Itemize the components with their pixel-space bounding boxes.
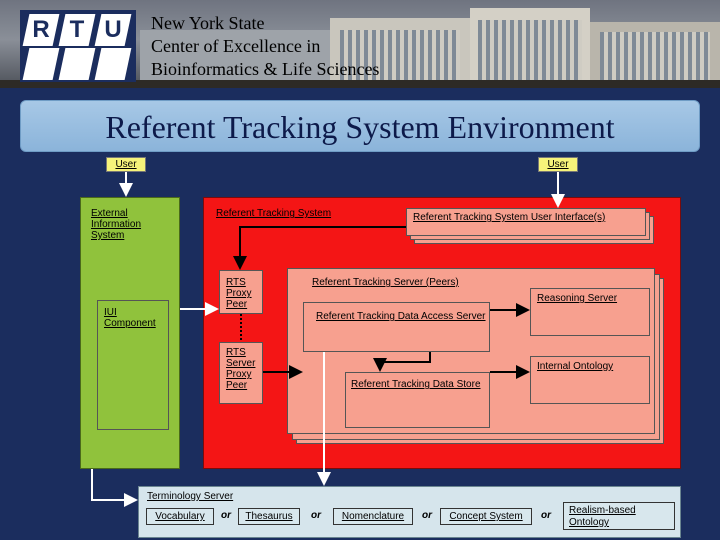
header-line-3: Bioinformatics & Life Sciences: [151, 59, 380, 79]
data-access-server-box: Referent Tracking Data Access Server: [303, 302, 490, 352]
server-proxy-peer-label: RTS Server Proxy Peer: [226, 347, 256, 391]
arrow-external-to-terminology: [91, 469, 138, 507]
rts-ui-label: Referent Tracking System User Interface(…: [413, 212, 606, 223]
data-access-server-label: Referent Tracking Data Access Server: [316, 311, 486, 322]
or-label: or: [221, 510, 231, 521]
external-information-system: External Information System IUI Componen…: [80, 197, 180, 469]
rts-proxy-peer: RTS Proxy Peer: [219, 270, 263, 314]
external-system-label: External Information System: [91, 208, 142, 241]
iui-component-label: IUI Component: [104, 307, 156, 329]
page-title: Referent Tracking System Environment: [105, 109, 615, 145]
or-label: or: [311, 510, 321, 521]
data-store-box: Referent Tracking Data Store: [345, 372, 490, 428]
or-label: or: [541, 510, 551, 521]
reasoning-server-box: Reasoning Server: [530, 288, 650, 336]
server-peers-label: Referent Tracking Server (Peers): [312, 277, 459, 288]
logo-letter: R: [32, 16, 50, 43]
iui-component-box: IUI Component: [97, 300, 169, 430]
reasoning-server-label: Reasoning Server: [537, 293, 618, 304]
user-right-box: User: [538, 157, 578, 172]
header-line-2: Center of Excellence in: [151, 36, 321, 56]
title-bar: Referent Tracking System Environment: [20, 100, 700, 152]
term-realism-based-ontology: Realism-based Ontology: [563, 502, 675, 530]
or-label: or: [422, 510, 432, 521]
internal-ontology-box: Internal Ontology: [530, 356, 650, 404]
logo-letter: T: [69, 16, 85, 43]
terminology-server-label: Terminology Server: [147, 491, 234, 502]
rtu-logo: R T U: [20, 10, 136, 82]
proxy-peer-label: RTS Proxy Peer: [226, 277, 252, 310]
rts-label: Referent Tracking System: [216, 208, 332, 219]
logo-letter: U: [104, 16, 122, 43]
term-vocabulary: Vocabulary: [146, 508, 214, 525]
rts-ui-box: Referent Tracking System User Interface(…: [406, 208, 646, 236]
term-concept-system: Concept System: [440, 508, 532, 525]
rts-server-proxy-peer: RTS Server Proxy Peer: [219, 342, 263, 404]
header-banner: [0, 0, 720, 88]
term-nomenclature: Nomenclature: [333, 508, 413, 525]
data-store-label: Referent Tracking Data Store: [351, 379, 481, 390]
user-left-box: User: [106, 157, 146, 172]
header-line-1: New York State: [151, 13, 265, 33]
term-thesaurus: Thesaurus: [238, 508, 300, 525]
internal-ontology-label: Internal Ontology: [537, 361, 614, 372]
